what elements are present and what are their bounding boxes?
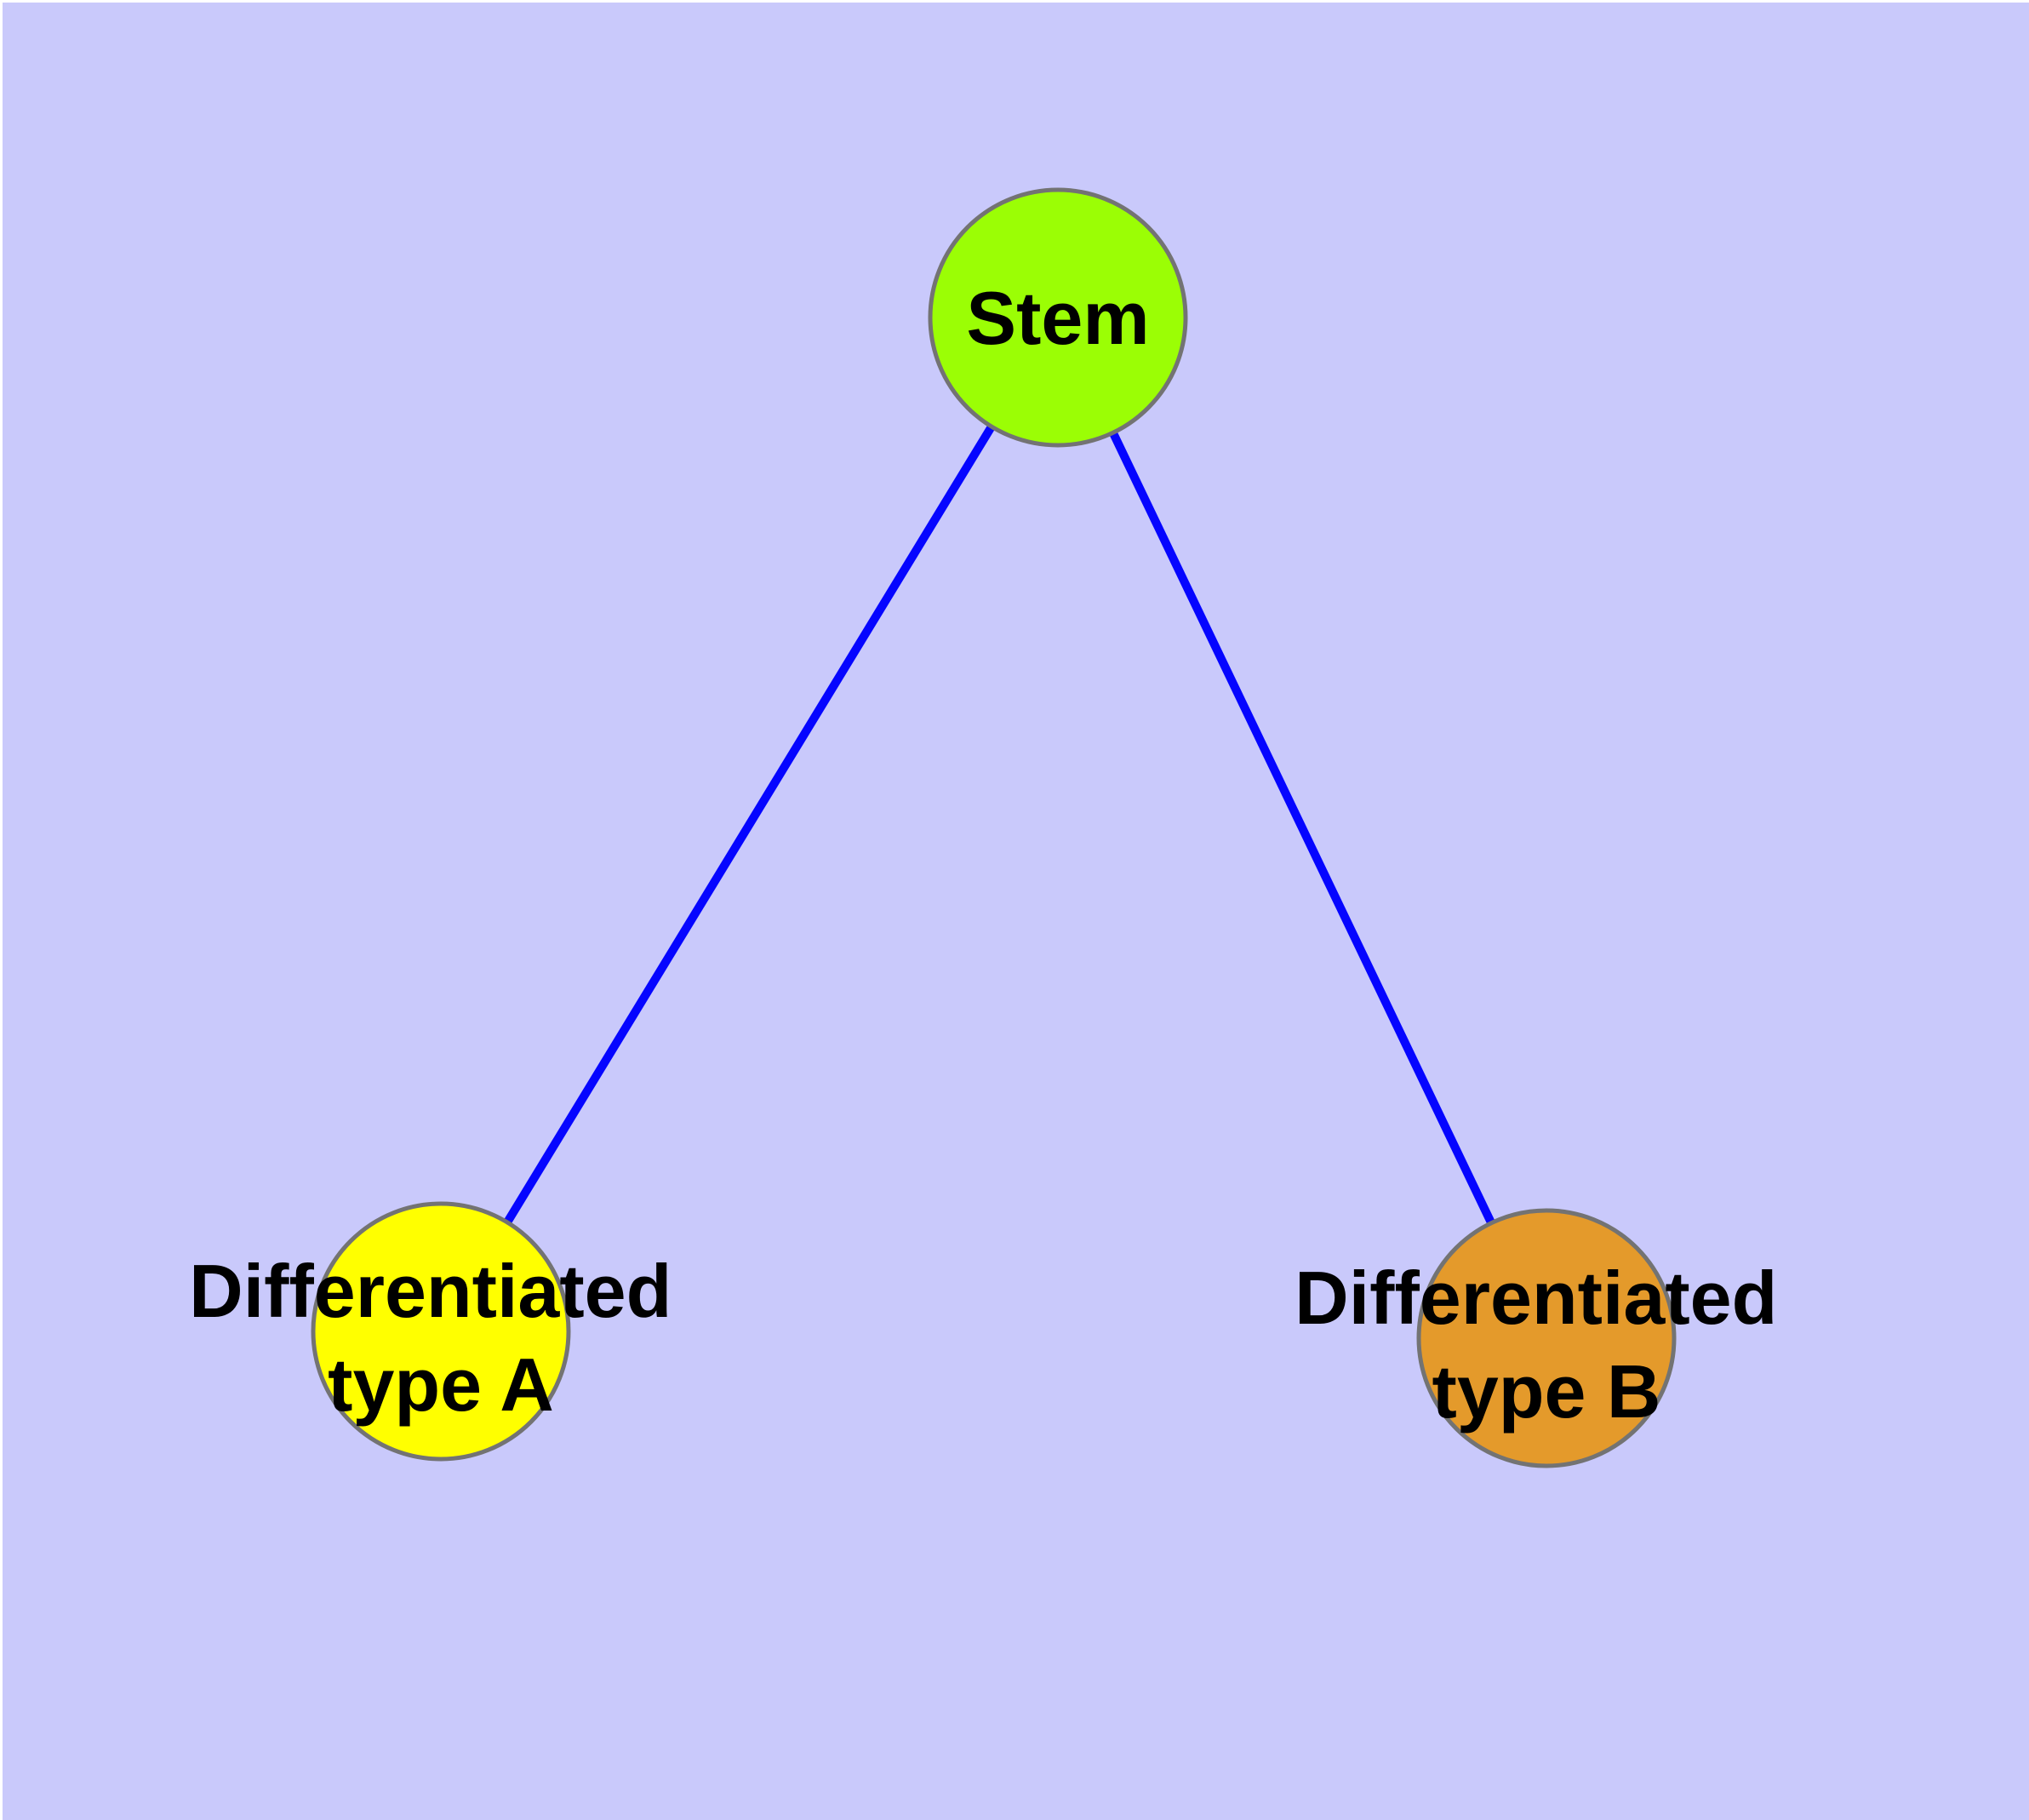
node-stem-label: Stem	[966, 276, 1149, 360]
edge-stem-to-type-b	[1054, 315, 1551, 1341]
edge-stem-to-type-a	[437, 315, 1062, 1334]
node-differentiated-type-a-circle	[311, 1201, 571, 1462]
node-stem-circle	[928, 187, 1188, 448]
node-differentiated-type-a-label-line1: Differentiated	[189, 1249, 672, 1333]
node-differentiated-type-a-label-line2: type A	[328, 1342, 554, 1427]
node-differentiated-type-a: Differentiated type A	[189, 1201, 693, 1462]
node-differentiated-type-b-label: Differentiated type B	[1295, 1256, 1798, 1434]
node-stem: Stem	[928, 187, 1188, 448]
node-differentiated-type-b-label-line2: type B	[1432, 1349, 1661, 1434]
node-differentiated-type-a-label: Differentiated type A	[189, 1249, 693, 1427]
edge-layer	[437, 315, 1551, 1341]
node-differentiated-type-b: Differentiated type B	[1295, 1208, 1798, 1468]
node-differentiated-type-b-circle	[1416, 1208, 1677, 1468]
node-differentiated-type-b-label-line1: Differentiated	[1295, 1256, 1777, 1340]
